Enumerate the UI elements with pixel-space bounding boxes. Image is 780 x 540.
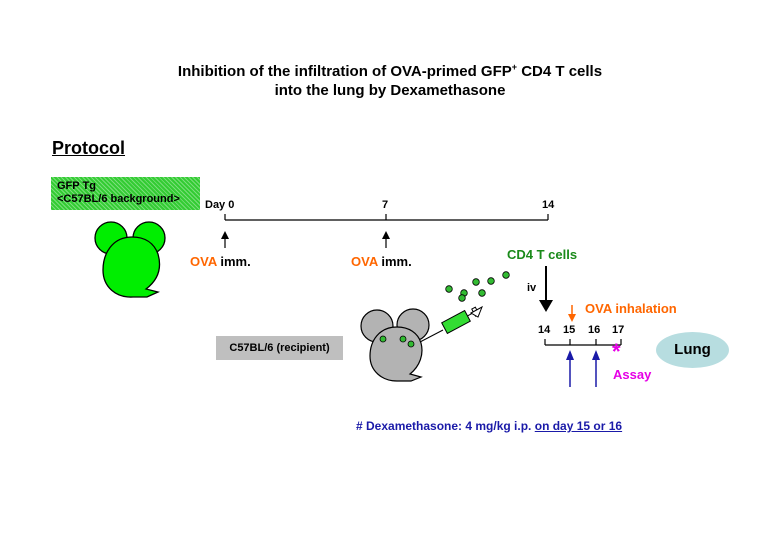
donor-mouse-icon <box>94 221 166 298</box>
day0-label: Day 0 <box>205 199 235 211</box>
dexamethasone-arrow-day15 <box>566 350 574 387</box>
day14-label: 14 <box>542 199 555 211</box>
assay-label: Assay <box>613 367 652 382</box>
recipient-strain-box: C57BL/6 (recipient) <box>216 336 343 360</box>
cd4-t-cell-dots <box>445 271 510 302</box>
dexamethasone-arrow-day16 <box>592 350 600 387</box>
lung-label: Lung <box>656 332 729 368</box>
immunization-arrow-day7 <box>382 231 390 248</box>
main-timeline <box>224 214 549 221</box>
iv-label: iv <box>527 282 537 294</box>
syringe-icon <box>419 305 483 343</box>
ova-inhalation-label: OVA inhalation <box>585 301 677 316</box>
cd4-t-cells-label: CD4 T cells <box>507 247 578 262</box>
small-day-14: 14 <box>538 324 551 336</box>
day7-label: 7 <box>382 199 389 211</box>
assay-star-icon: * <box>612 339 621 364</box>
transfer-arrow <box>539 266 553 312</box>
title-line-2: into the lung by Dexamethasone <box>274 82 506 99</box>
title-superscript: + <box>511 62 518 72</box>
title-line-1: Inhibition of the infiltration of OVA-pr… <box>177 62 603 80</box>
ova-immunization-label-day7: OVA imm. <box>351 254 412 269</box>
small-day-17: 17 <box>612 324 625 336</box>
donor-strain-box: GFP Tg <C57BL/6 background> <box>51 177 200 210</box>
donor-strain-line-1: GFP Tg <box>57 180 96 192</box>
protocol-heading: Protocol <box>52 138 126 158</box>
recipient-mouse-icon <box>360 308 430 382</box>
small-day-15: 15 <box>563 324 576 336</box>
inhalation-timeline <box>544 339 622 346</box>
ova-immunization-label-day0: OVA imm. <box>190 254 251 269</box>
donor-strain-line-2: <C57BL/6 background> <box>57 193 180 205</box>
small-day-16: 16 <box>588 324 601 336</box>
inhalation-arrow <box>568 305 576 322</box>
immunization-arrow-day0 <box>221 231 229 248</box>
dexamethasone-note: # Dexamethasone: 4 mg/kg i.p. on day 15 … <box>356 419 623 433</box>
